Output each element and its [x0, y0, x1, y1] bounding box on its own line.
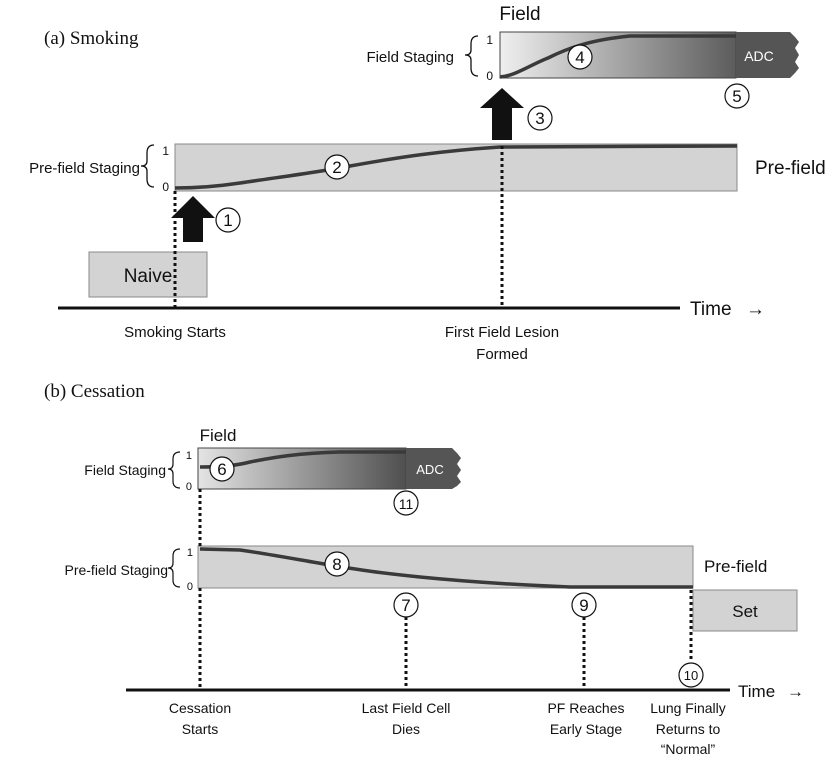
marker-7-label: 7: [401, 596, 410, 615]
marker-4-label: 4: [575, 48, 584, 67]
panel-a-heading: (a) Smoking: [44, 28, 139, 49]
marker-11: [393, 490, 419, 516]
marker-7: [393, 592, 419, 618]
marker-10-label: 10: [684, 668, 698, 683]
panel-b-prefield-brace: [167, 548, 181, 588]
panel-a-field-bar: [499, 31, 737, 79]
panel-b-prefield-bar: [197, 545, 694, 589]
panel-a-prefield-staging-label: Pre-field Staging: [29, 160, 140, 177]
panel-a-field-brace: [464, 35, 479, 77]
panel-b-set-label: Set: [732, 602, 758, 621]
panel-b-set-box: [692, 589, 798, 632]
marker-2: [324, 154, 350, 180]
panel-a-field-scale-max: 1: [486, 33, 493, 47]
panel-a-naive-label: Naive: [124, 266, 173, 287]
panel-b-time-label: Time: [738, 682, 775, 701]
marker-1-label: 1: [223, 211, 232, 230]
marker-11-label: 11: [399, 496, 414, 512]
panel-a: (a) Smoking Field Field Staging 1 0 ADC …: [29, 4, 826, 363]
marker-3: [527, 105, 553, 131]
marker-3-label: 3: [535, 109, 544, 128]
marker-5-label: 5: [732, 87, 741, 106]
panel-a-arrow-3: [480, 88, 524, 140]
marker-5: [724, 83, 750, 109]
panel-b-prefield-staging-label: Pre-field Staging: [64, 562, 168, 578]
panel-b-field-title: Field: [200, 426, 237, 445]
panel-b-milestone-normal-line2: Returns to: [656, 721, 721, 737]
marker-4: [567, 44, 593, 70]
panel-a-time-arrow: →: [746, 299, 765, 320]
panel-b-milestone-last-cell-line2: Dies: [392, 721, 420, 737]
panel-b-heading: (b) Cessation: [44, 381, 145, 402]
panel-b-milestone-cessation-line2: Starts: [182, 721, 219, 737]
panel-b-field-scale-min: 0: [186, 481, 192, 493]
panel-a-prefield-title: Pre-field: [755, 158, 826, 179]
panel-a-prefield-scale-max: 1: [162, 144, 169, 158]
panel-a-milestone-lesion-line2: Formed: [476, 346, 528, 363]
panel-a-prefield-scale-min: 0: [162, 180, 169, 194]
panel-b-milestone-normal-line1: Lung Finally: [650, 700, 726, 716]
marker-1: [215, 207, 241, 233]
marker-9-label: 9: [579, 596, 588, 615]
marker-6-label: 6: [217, 460, 226, 479]
panel-b-milestone-normal-line3: “Normal”: [661, 741, 716, 757]
panel-b-prefield-curve: [199, 547, 693, 589]
panel-b-prefield-scale-max: 1: [187, 547, 193, 559]
panel-a-time-label: Time: [690, 299, 732, 320]
panel-b-time-arrow: →: [787, 682, 804, 701]
panel-a-field-scale-min: 0: [486, 69, 493, 83]
panel-b-field-staging-label: Field Staging: [84, 462, 166, 478]
panel-a-milestone-start: Smoking Starts: [124, 324, 226, 341]
panel-a-prefield-curve: [174, 144, 738, 190]
panel-b-prefield-scale-min: 0: [187, 581, 193, 593]
panel-b-milestone-early-stage-line1: PF Reaches: [547, 700, 624, 716]
marker-8-label: 8: [332, 555, 341, 574]
panel-a-prefield-brace: [140, 144, 155, 188]
marker-8: [324, 551, 350, 577]
panel-b: (b) Cessation Field Field Staging 1 0 AD…: [44, 381, 804, 757]
panel-a-naive-box: [88, 251, 208, 298]
panel-b-adc-box: [406, 448, 461, 489]
panel-b-milestone-early-stage-line2: Early Stage: [550, 721, 623, 737]
panel-b-field-scale-max: 1: [186, 450, 192, 462]
panel-a-arrow-1: [171, 196, 215, 242]
marker-2-label: 2: [332, 158, 341, 177]
panel-b-prefield-title: Pre-field: [704, 557, 767, 576]
panel-a-milestone-lesion-line1: First Field Lesion: [445, 324, 559, 341]
panel-b-milestone-last-cell-line1: Last Field Cell: [362, 700, 451, 716]
marker-9: [571, 592, 597, 618]
panel-b-milestone-cessation-line1: Cessation: [169, 700, 231, 716]
panel-a-field-title: Field: [499, 4, 540, 25]
marker-10: [678, 662, 704, 688]
panel-a-field-curve: [499, 34, 736, 79]
panel-b-adc-label: ADC: [416, 462, 443, 477]
panel-b-field-brace: [167, 451, 181, 489]
panel-a-adc-label: ADC: [744, 48, 774, 64]
panel-a-field-staging-label: Field Staging: [366, 49, 454, 66]
panel-a-adc-box: [736, 32, 799, 78]
marker-6: [209, 456, 235, 482]
